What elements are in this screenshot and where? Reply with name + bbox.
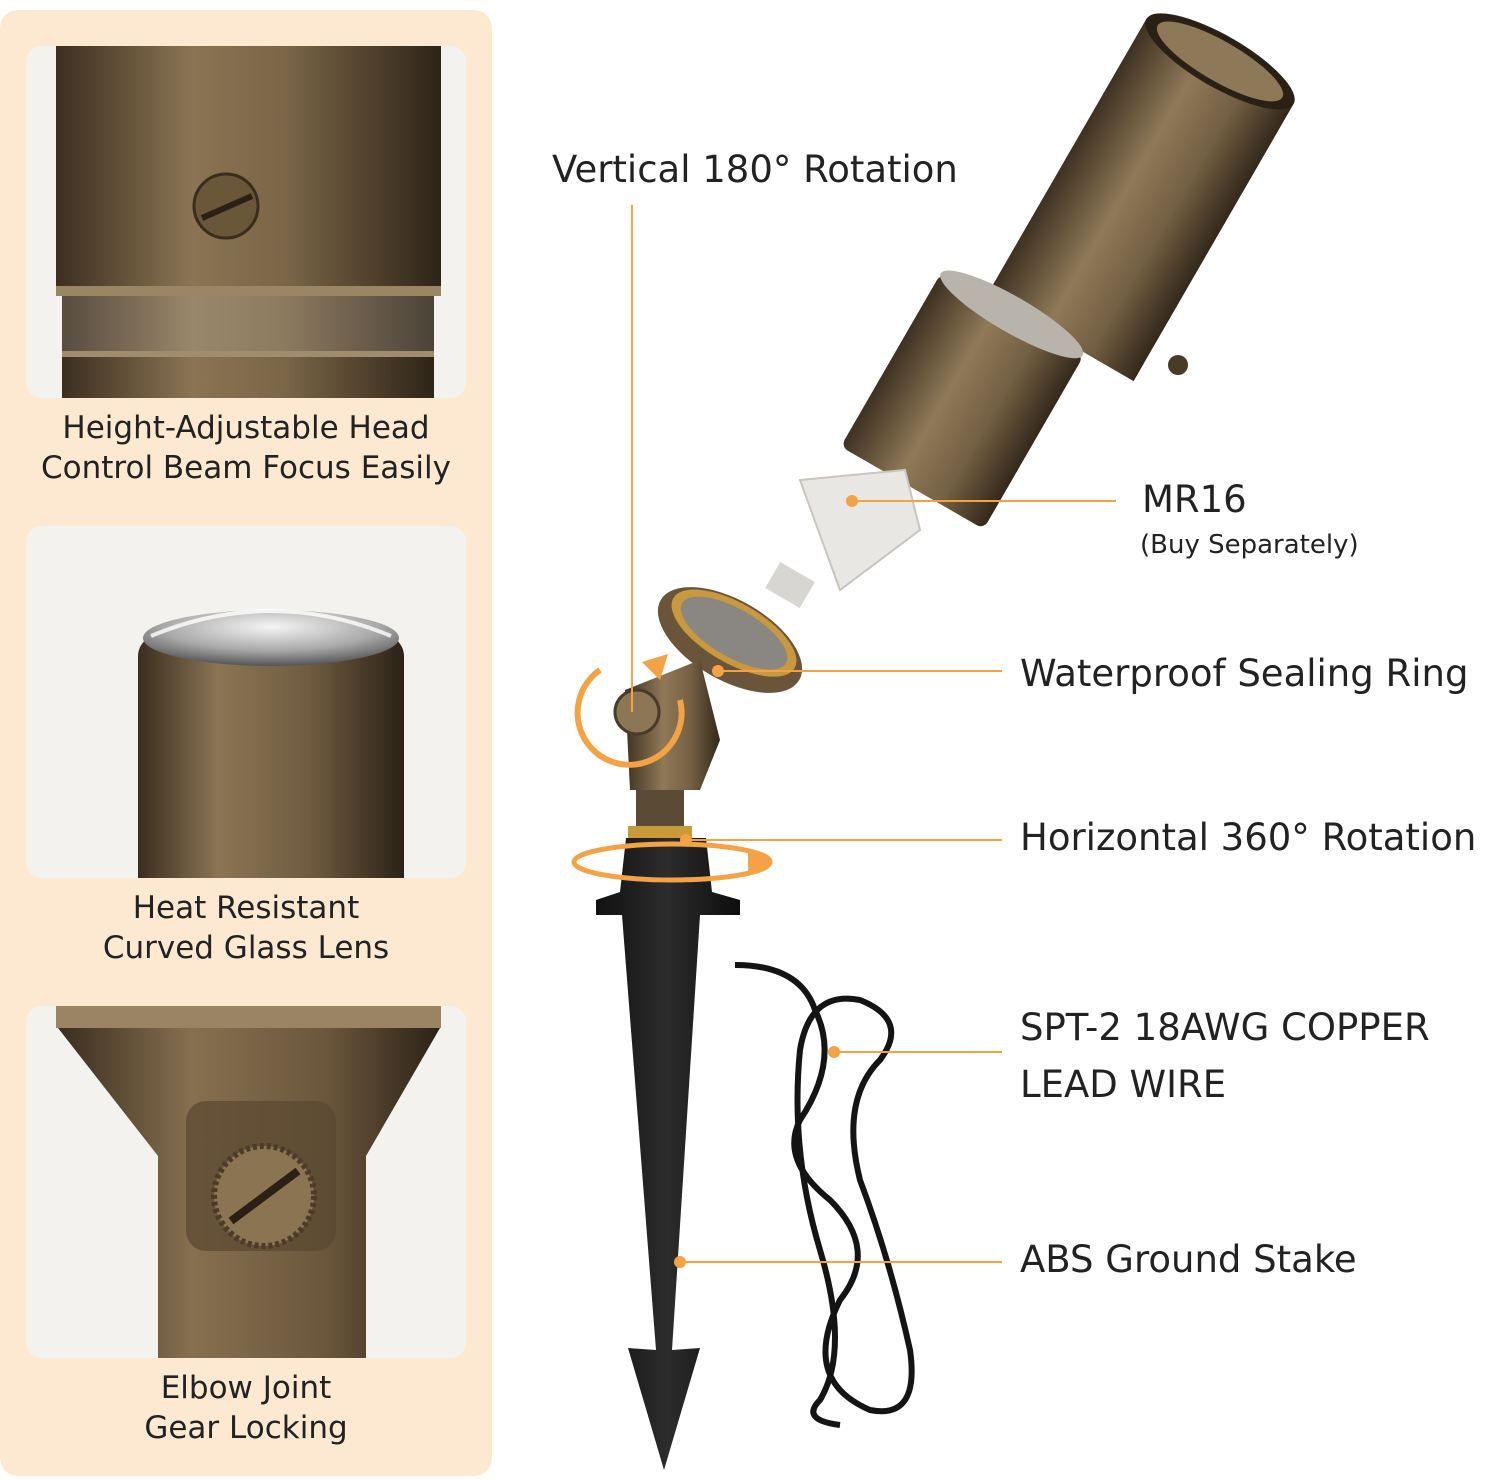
mr16-leader-line (852, 500, 1116, 502)
caption-line: Gear Locking (144, 1410, 348, 1446)
thumbnail-elbow-joint (26, 1006, 466, 1358)
brass-head-closeup-image (56, 46, 441, 398)
caption-line: Elbow Joint (160, 1370, 332, 1406)
horizontal-rotation-leader-line (686, 839, 1002, 841)
caption-glass-lens: Heat Resistant Curved Glass Lens (0, 888, 492, 968)
glass-lens-closeup-image (138, 609, 404, 878)
stake-label: ABS Ground Stake (1020, 1238, 1357, 1281)
thumbnail-glass-lens (26, 526, 466, 878)
caption-height-adjustable: Height-Adjustable Head Control Beam Focu… (0, 408, 492, 488)
sealing-ring-label: Waterproof Sealing Ring (1020, 652, 1469, 695)
horizontal-rotation-label: Horizontal 360° Rotation (1020, 816, 1477, 859)
wire-label-line1: SPT-2 18AWG COPPER (1020, 1006, 1430, 1049)
thumbnail-height-adjustable-head (26, 46, 466, 398)
caption-elbow-joint: Elbow Joint Gear Locking (0, 1368, 492, 1448)
exploded-spotlight-image (571, 13, 1295, 1470)
caption-line: Height-Adjustable Head (62, 410, 430, 446)
wire-label-line2: LEAD WIRE (1020, 1063, 1227, 1106)
wire-leader-line (834, 1051, 1002, 1053)
mr16-note: (Buy Separately) (1140, 530, 1359, 560)
stake-leader-line (680, 1261, 1002, 1263)
caption-line: Heat Resistant (132, 890, 360, 926)
vertical-rotation-label: Vertical 180° Rotation (552, 148, 958, 191)
sealing-ring-leader-line (718, 670, 1002, 672)
caption-line: Curved Glass Lens (102, 930, 390, 966)
caption-line: Control Beam Focus Easily (41, 450, 451, 486)
elbow-joint-closeup-image (56, 1006, 441, 1358)
mr16-label: MR16 (1142, 478, 1247, 521)
